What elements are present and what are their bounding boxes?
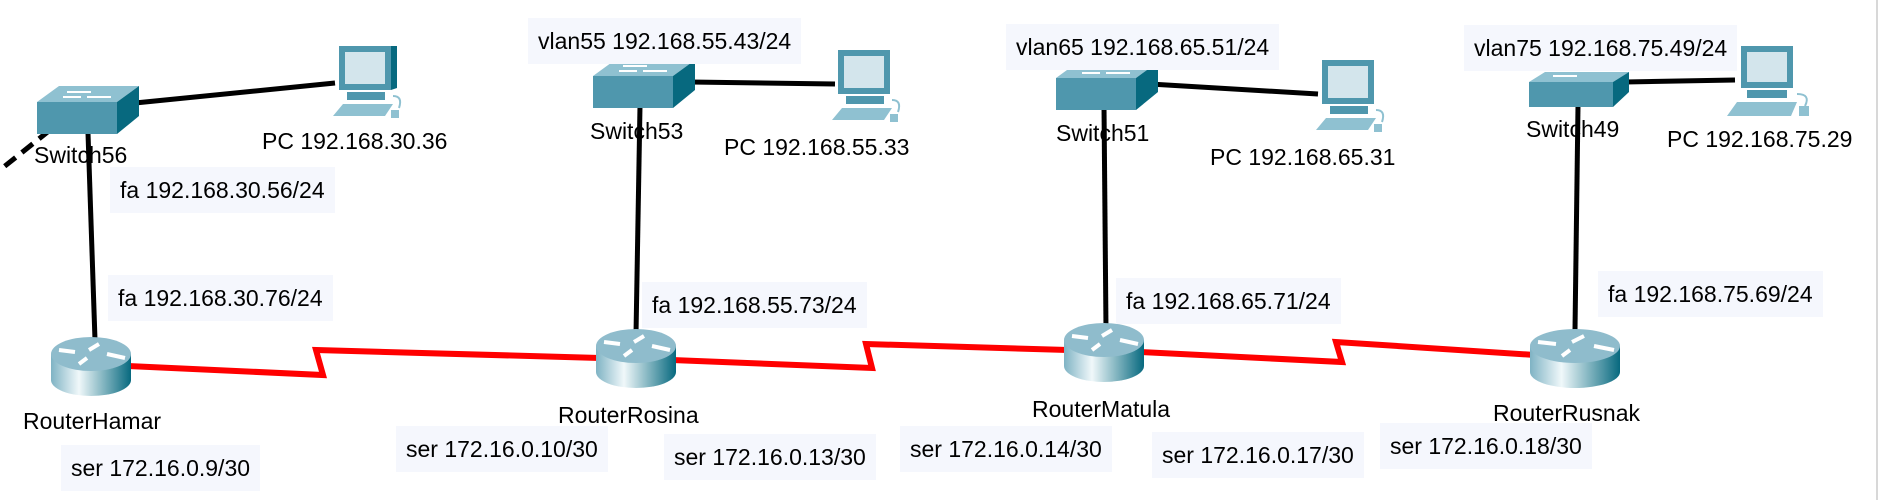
note-rusnak-ser[interactable]: ser 172.16.0.18/30 <box>1380 423 1592 469</box>
pc75-icon[interactable] <box>1727 44 1817 125</box>
link-switch51-matula[interactable] <box>1101 105 1109 331</box>
note-rosina-ser2[interactable]: ser 172.16.0.13/30 <box>664 434 876 480</box>
pc65-label: PC 192.168.65.31 <box>1210 144 1396 170</box>
switch49-icon[interactable] <box>1529 72 1629 113</box>
serial-link-rosina-matula[interactable] <box>671 340 1069 372</box>
pc75-label: PC 192.168.75.29 <box>1667 126 1853 152</box>
link-switch53-pc[interactable] <box>689 79 836 87</box>
pc55-label: PC 192.168.55.33 <box>724 134 910 160</box>
note-vlan55[interactable]: vlan55 192.168.55.43/24 <box>528 18 802 64</box>
note-matula-ser1[interactable]: ser 172.16.0.14/30 <box>900 426 1112 472</box>
note-hamar-fa[interactable]: fa 192.168.30.76/24 <box>108 275 333 321</box>
pc30-icon[interactable] <box>333 44 405 131</box>
router-hamar-label: RouterHamar <box>23 408 162 434</box>
note-hamar-ser[interactable]: ser 172.16.0.9/30 <box>61 445 261 491</box>
switch49-label: Switch49 <box>1526 116 1620 142</box>
note-matula-ser2[interactable]: ser 172.16.0.17/30 <box>1152 432 1364 478</box>
link-switch51-pc[interactable] <box>1149 81 1319 97</box>
note-switch56-fa[interactable]: fa 192.168.30.56/24 <box>110 167 335 213</box>
router-matula-label: RouterMatula <box>1032 396 1171 422</box>
note-matula-fa[interactable]: fa 192.168.65.71/24 <box>1116 278 1341 324</box>
note-rosina-fa[interactable]: fa 192.168.55.73/24 <box>642 282 867 328</box>
switch56-label: Switch56 <box>34 142 128 168</box>
link-switch53-rosina[interactable] <box>633 105 643 335</box>
link-switch56-hamar[interactable] <box>85 132 98 341</box>
switch53-label: Switch53 <box>590 118 684 144</box>
note-rusnak-fa[interactable]: fa 192.168.75.69/24 <box>1598 271 1823 317</box>
note-vlan65[interactable]: vlan65 192.168.65.51/24 <box>1006 24 1280 70</box>
serial-link-hamar-rosina[interactable] <box>127 346 601 379</box>
link-switch49-rusnak[interactable] <box>1572 105 1581 331</box>
pc30-label: PC 192.168.30.36 <box>262 128 448 154</box>
link-switch56-offscreen[interactable] <box>0 128 52 172</box>
router-rusnak-label: RouterRusnak <box>1493 400 1641 426</box>
link-switch49-pc[interactable] <box>1624 77 1736 85</box>
router-rosina-label: RouterRosina <box>558 402 699 428</box>
pc65-icon[interactable] <box>1316 60 1388 145</box>
switch51-label: Switch51 <box>1056 120 1150 146</box>
switch56-icon[interactable] <box>37 86 139 141</box>
router-rosina-icon[interactable] <box>596 328 676 395</box>
note-vlan75[interactable]: vlan75 192.168.75.49/24 <box>1464 25 1738 71</box>
pc55-icon[interactable] <box>832 50 904 135</box>
switch51-icon[interactable] <box>1056 62 1158 117</box>
link-switch56-pc[interactable] <box>134 80 336 106</box>
router-matula-icon[interactable] <box>1064 322 1144 389</box>
switch53-icon[interactable] <box>593 60 695 115</box>
serial-link-matula-rusnak[interactable] <box>1139 338 1536 366</box>
router-hamar-icon[interactable] <box>51 336 131 403</box>
router-rusnak-icon[interactable] <box>1530 328 1620 395</box>
note-rosina-ser1[interactable]: ser 172.16.0.10/30 <box>396 426 608 472</box>
